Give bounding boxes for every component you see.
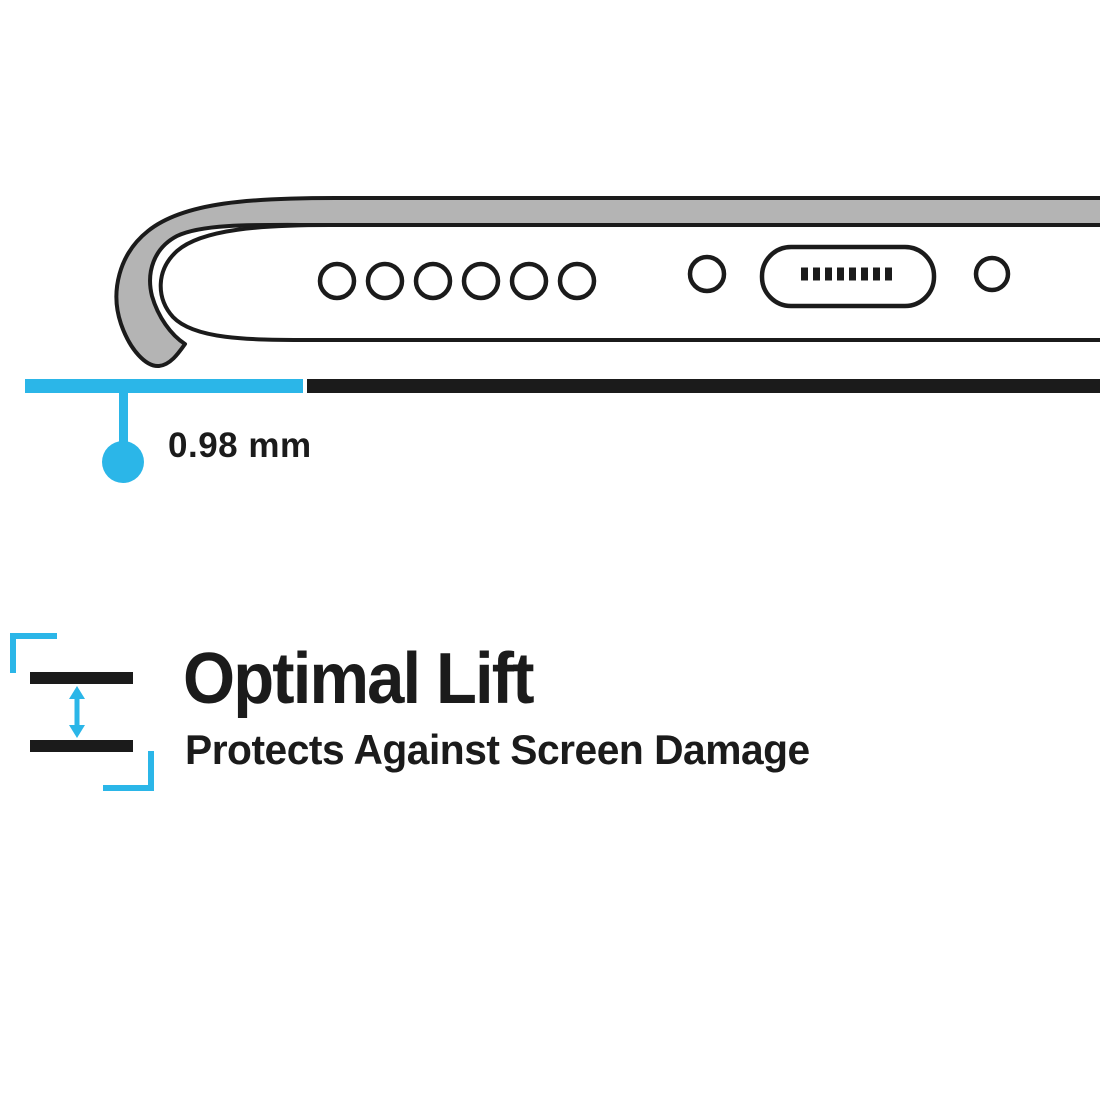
speaker-hole: [509, 261, 549, 301]
charging-port: [759, 244, 937, 309]
feature-title: Optimal Lift: [183, 639, 535, 719]
corner-bracket-bottom-right-icon: [103, 751, 154, 791]
phone-body: [158, 223, 1100, 342]
vertical-double-arrow-icon: [69, 686, 85, 738]
speaker-hole: [317, 261, 357, 301]
speaker-hole: [557, 261, 597, 301]
measurement-leader-line: [119, 392, 128, 442]
speaker-hole: [461, 261, 501, 301]
speaker-hole: [413, 261, 453, 301]
screw-hole-left: [687, 254, 727, 294]
corner-bracket-top-left-icon: [10, 633, 57, 673]
measurement-dot: [102, 441, 144, 483]
lift-icon: [10, 633, 154, 791]
lift-top-bar: [30, 672, 133, 684]
lift-gap-bar-accent: [25, 379, 303, 393]
speaker-holes: [317, 261, 597, 301]
lift-bottom-bar: [30, 740, 133, 752]
phone-bottom-illustration: [25, 196, 1100, 483]
measurement-label: 0.98 mm: [168, 426, 312, 465]
screw-hole-right: [973, 255, 1011, 293]
case-body: [114, 196, 1100, 368]
lift-gap-bar-dark: [307, 379, 1100, 393]
speaker-hole: [365, 261, 405, 301]
feature-subtitle: Protects Against Screen Damage: [185, 726, 810, 773]
